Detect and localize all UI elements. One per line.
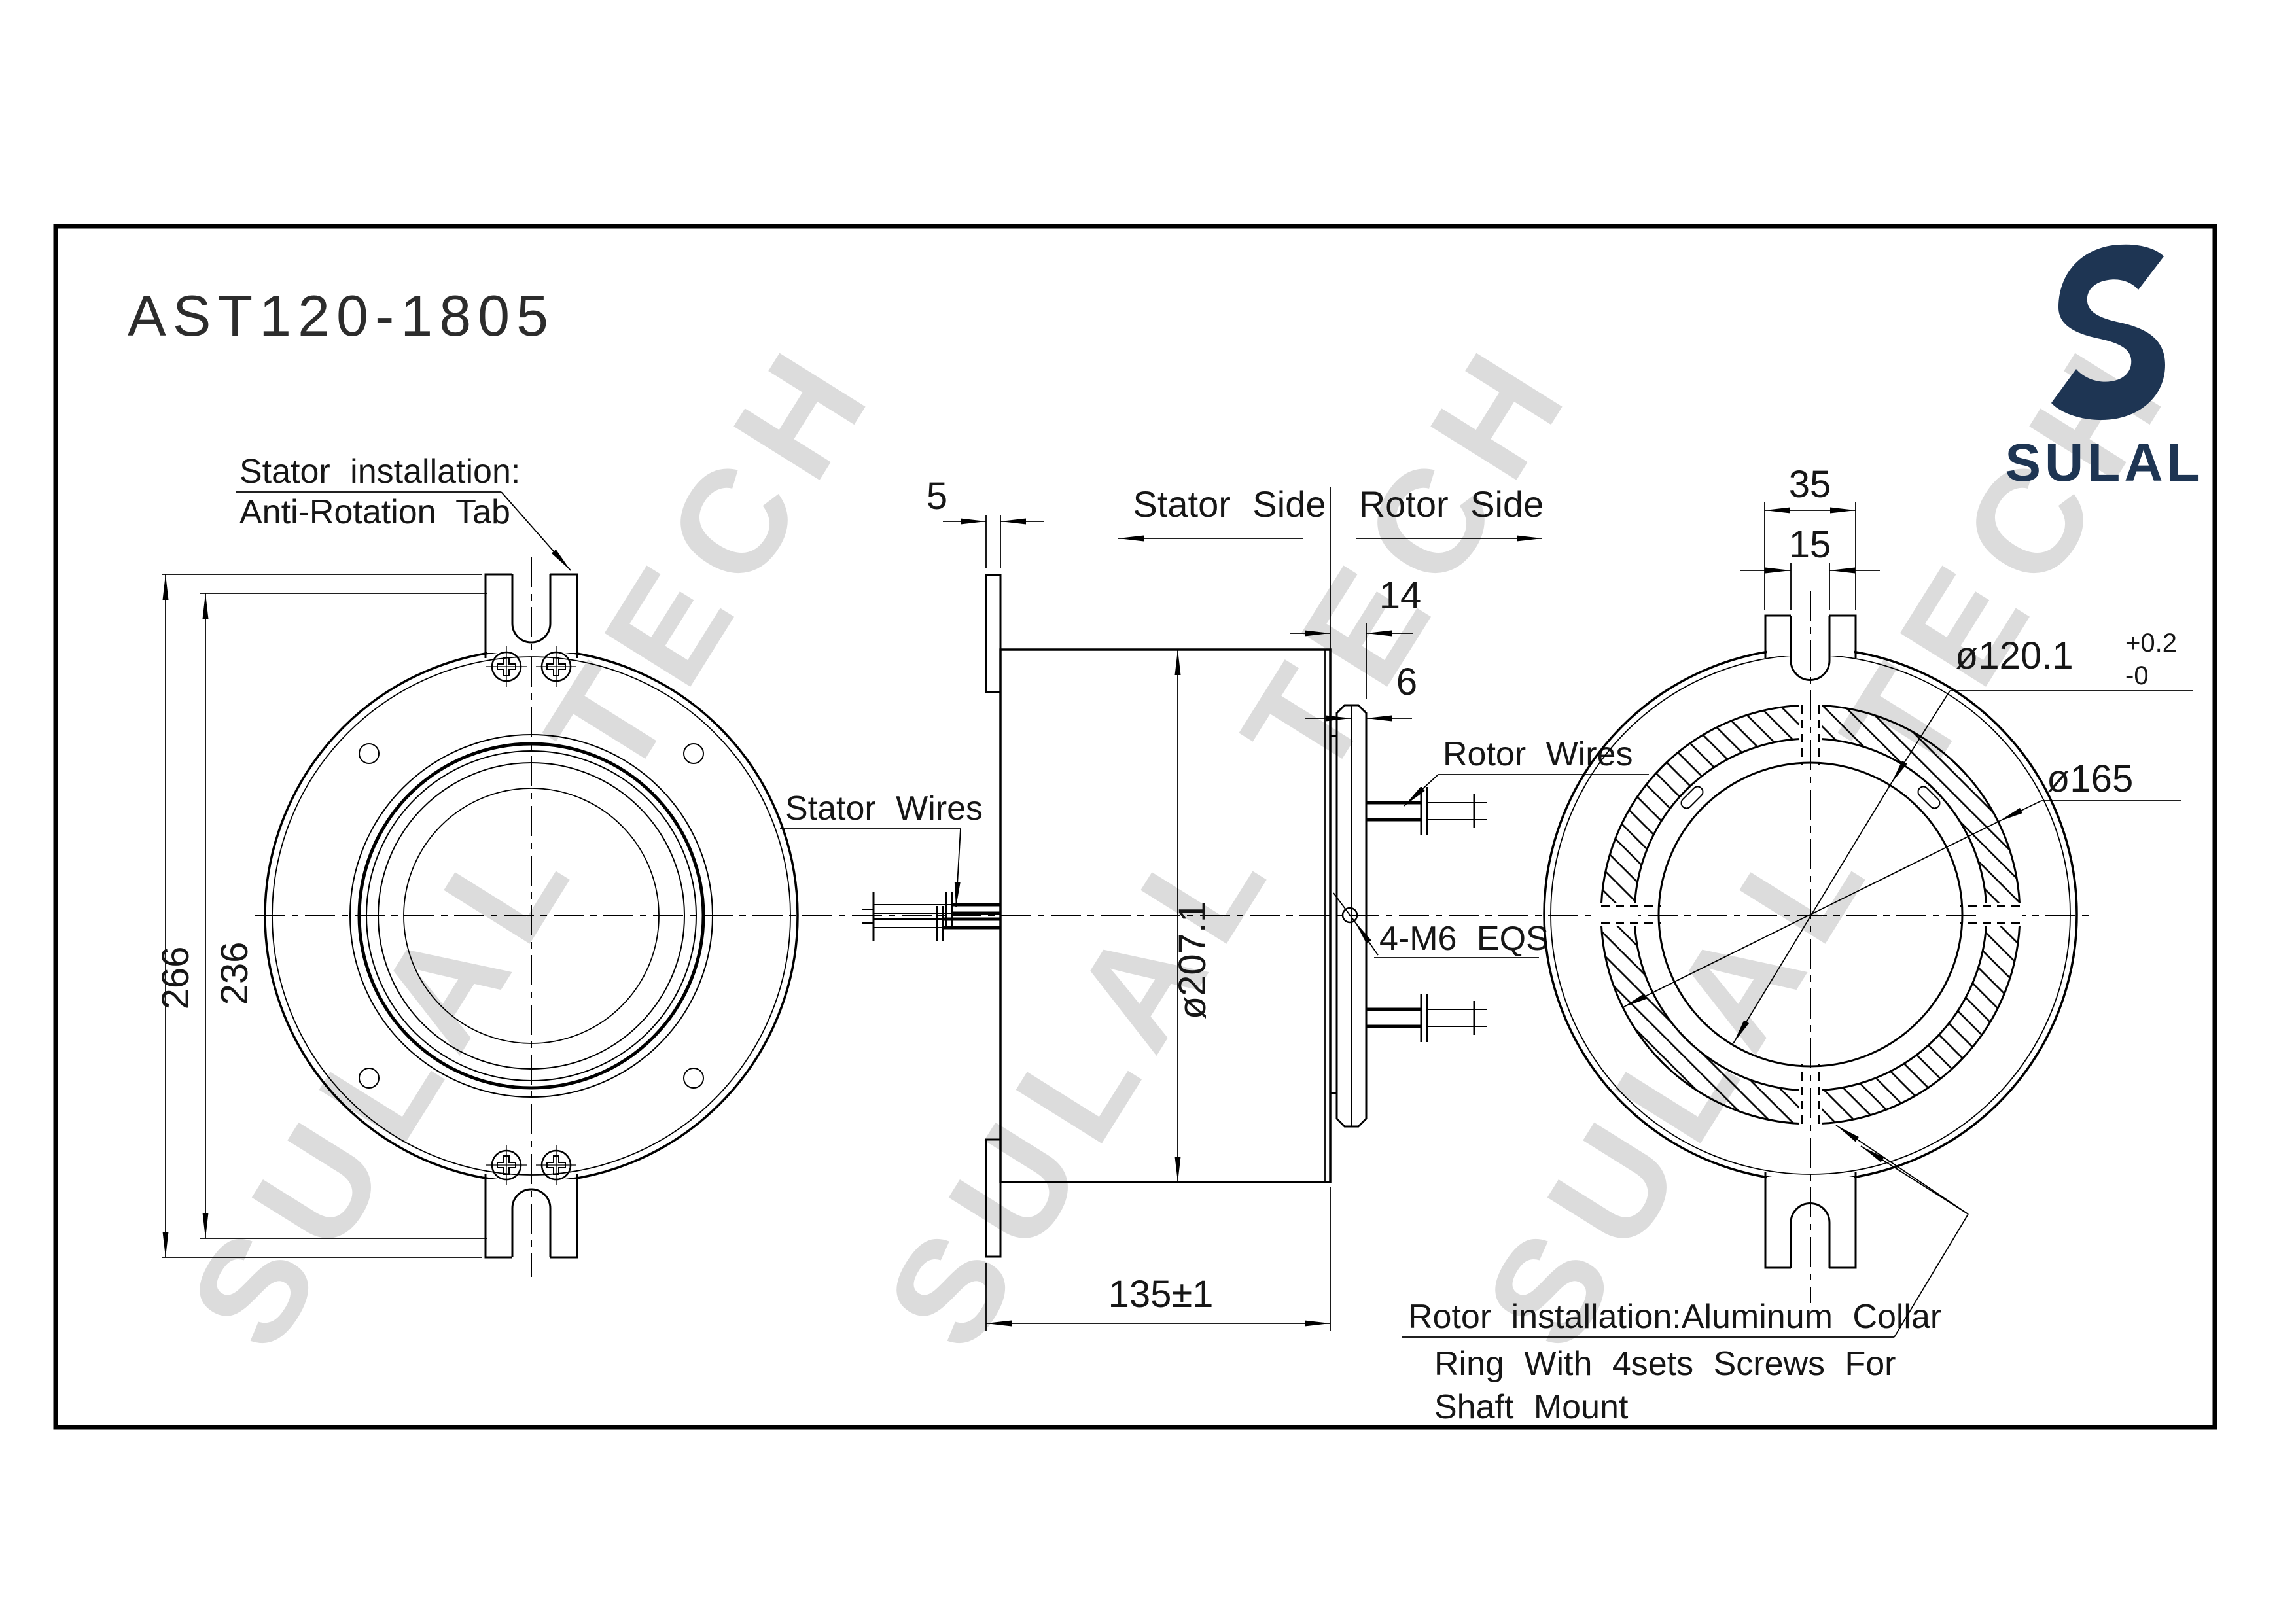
flange-hole <box>359 743 380 764</box>
dim-bore-diameter: ø120.1 +0.2 -0 <box>1733 629 2193 1044</box>
stator-body <box>999 648 1332 1183</box>
dim-slot-width: 15 <box>1740 523 1880 610</box>
sulal-logo-mark <box>2051 244 2165 420</box>
stator-wires <box>862 892 1000 941</box>
rotor-installation-line1: Rotor installation:Aluminum Collar <box>1408 1298 1941 1336</box>
stator-wires-note: Stator Wires <box>780 790 983 908</box>
dim-stator-diameter: ø207.1 <box>1171 650 1214 1182</box>
rotor-wires-label: Rotor Wires <box>1443 735 1633 773</box>
rotor-wires-note: Rotor Wires <box>1404 735 1649 807</box>
drawing-border <box>53 224 2217 1430</box>
dim-6-label: 6 <box>1396 661 1417 703</box>
stator-installation-line1: Stator installation: <box>239 453 520 491</box>
rotor-wires <box>1366 787 1487 1042</box>
front-view: 266 236 Stator installation: Anti-Rotati… <box>154 453 2091 1277</box>
tab-plate-bottom <box>985 1138 1002 1258</box>
dim-207-label: ø207.1 <box>1171 901 1214 1020</box>
stator-side-label: Stator Side <box>1133 483 1326 525</box>
stator-installation-note: Stator installation: Anti-Rotation Tab <box>236 453 571 571</box>
m6-screw-hole <box>1341 907 1358 924</box>
flange-hole <box>683 1068 704 1089</box>
stator-installation-line2: Anti-Rotation Tab <box>239 493 510 531</box>
dim-135-label: 135±1 <box>1108 1273 1214 1316</box>
dim-266-label: 266 <box>154 947 197 1010</box>
dim-bore-tol-upper: +0.2 <box>2125 629 2177 657</box>
dim-overall-height: 266 <box>154 574 482 1258</box>
dim-15-label: 15 <box>1789 523 1831 566</box>
dim-bore-tol-lower: -0 <box>2125 661 2149 690</box>
rotor-installation-note: Rotor installation:Aluminum Collar Ring … <box>1402 1125 1969 1426</box>
flange-hole <box>683 743 704 764</box>
stator-wires-label: Stator Wires <box>785 790 983 828</box>
watermark-text: SULAL TECH <box>854 311 1604 1375</box>
tab-plate-top <box>985 574 1002 693</box>
rotor-installation-line2: Ring With 4sets Screws For <box>1434 1345 1896 1383</box>
dim-collar-diameter: ø165 <box>1622 758 2181 1008</box>
brand-name: SULAL <box>2005 433 2203 493</box>
tab-slot <box>511 1188 552 1257</box>
dim-tab-width: 35 <box>1764 463 1856 610</box>
dim-mount-height: 236 <box>200 593 487 1239</box>
dim-35-label: 35 <box>1789 463 1831 506</box>
tab-slot <box>511 574 552 644</box>
m6-label: 4-M6 EQS <box>1379 920 1549 958</box>
dim-236-label: 236 <box>213 942 256 1005</box>
dim-bore-label: ø120.1 <box>1955 635 2074 677</box>
stator-installation-leader <box>501 491 571 571</box>
drawing-number: AST120-1805 <box>128 283 555 348</box>
dim-14-label: 14 <box>1379 574 1422 617</box>
dim-collar-thickness: 6 <box>1305 661 1417 722</box>
side-view: 4-M6 EQS Stator Wires <box>780 475 1649 1331</box>
rotor-view: 35 15 ø120.1 +0.2 -0 ø165 Rotor <box>1402 463 2193 1426</box>
rotor-installation-line3: Shaft Mount <box>1434 1388 1629 1426</box>
collar-screw-slots <box>1598 703 2022 1126</box>
rotor-side-label: Rotor Side <box>1359 483 1544 525</box>
flange-hole <box>359 1068 380 1089</box>
dim-rotor-protrusion: 14 <box>1290 574 1421 699</box>
dim-body-length: 135±1 <box>985 1187 1331 1331</box>
dim-165-label: ø165 <box>2047 758 2133 800</box>
m6-screw-note: 4-M6 EQS <box>1333 892 1549 958</box>
dim-tab-thickness: 5 <box>927 475 1044 568</box>
dim-5-label: 5 <box>927 475 947 517</box>
side-direction-labels: Stator Side Rotor Side <box>1118 483 1544 650</box>
sulal-logo: SULAL <box>2005 244 2203 493</box>
